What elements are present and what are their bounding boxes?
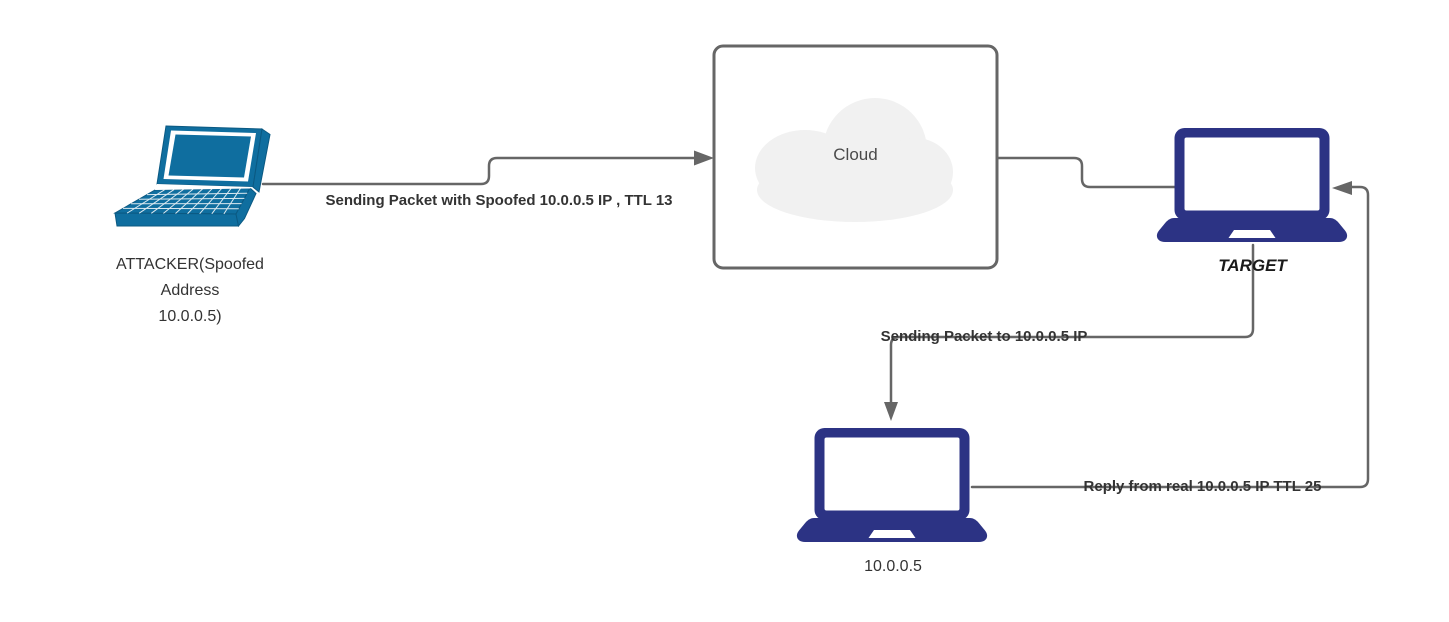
laptop-notch <box>868 530 916 538</box>
laptop-base-side <box>235 187 257 228</box>
edge-target-to-realhost <box>889 243 1255 405</box>
laptop-front-edge <box>114 212 240 227</box>
arrowhead-into-target-icon <box>1332 181 1352 195</box>
edge-cloud-to-target <box>995 156 1178 189</box>
edge-label-reply-from-real: Reply from real 10.0.0.5 IP TTL 25 <box>1083 478 1322 495</box>
real-host-label: 10.0.0.5 <box>864 558 922 575</box>
laptop-hinge <box>155 184 253 190</box>
arrowhead-into-realhost-icon <box>884 402 898 421</box>
arrowhead-into-cloud-icon <box>694 150 714 166</box>
laptop-keyboard <box>113 187 251 215</box>
laptop-notch <box>1228 230 1276 238</box>
attacker-label: ATTACKER(Spoofed Address 10.0.0.5) <box>116 256 264 325</box>
laptop-key-grid <box>122 187 248 215</box>
edge-arrowheads <box>694 150 1352 421</box>
cloud-bump <box>757 158 953 222</box>
target-label: TARGET <box>1218 256 1287 275</box>
laptop-display <box>1184 137 1320 211</box>
real-host-laptop-icon <box>796 428 988 542</box>
edge-label-sending-to-real: Sending Packet to 10.0.0.5 IP <box>880 328 1088 345</box>
edge-label-spoofed-packet: Sending Packet with Spoofed 10.0.0.5 IP … <box>325 192 673 209</box>
laptop-screen-side <box>252 128 271 193</box>
edge-lines <box>261 156 1370 489</box>
laptop-display <box>824 437 960 511</box>
cloud-shape-icon <box>755 98 953 222</box>
laptop-display <box>168 134 251 178</box>
attacker-laptop-icon <box>113 125 271 228</box>
cloud-label: Cloud <box>833 145 878 164</box>
target-laptop-icon <box>1156 128 1348 242</box>
edge-attacker-to-cloud <box>261 156 696 186</box>
edge-realhost-to-target <box>970 185 1370 489</box>
